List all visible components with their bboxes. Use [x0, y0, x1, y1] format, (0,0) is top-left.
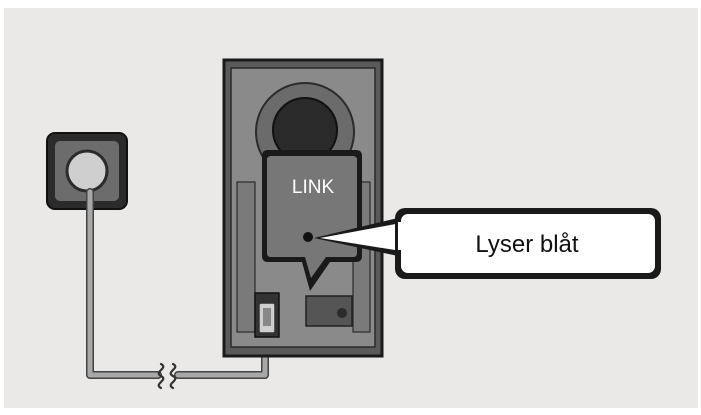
status-label: Lyser blåt	[475, 231, 578, 258]
side-handle-left	[236, 181, 256, 333]
rear-id-button	[337, 308, 347, 318]
wall-socket-icon	[46, 132, 128, 210]
power-plug-icon	[258, 302, 276, 334]
status-pointer	[314, 218, 401, 256]
link-callout: LINK	[262, 150, 362, 291]
cable-break-icon	[157, 362, 177, 390]
link-indicator-icon	[303, 232, 313, 242]
status-callout: Lyser blåt	[395, 208, 661, 279]
link-label: LINK	[292, 177, 335, 198]
